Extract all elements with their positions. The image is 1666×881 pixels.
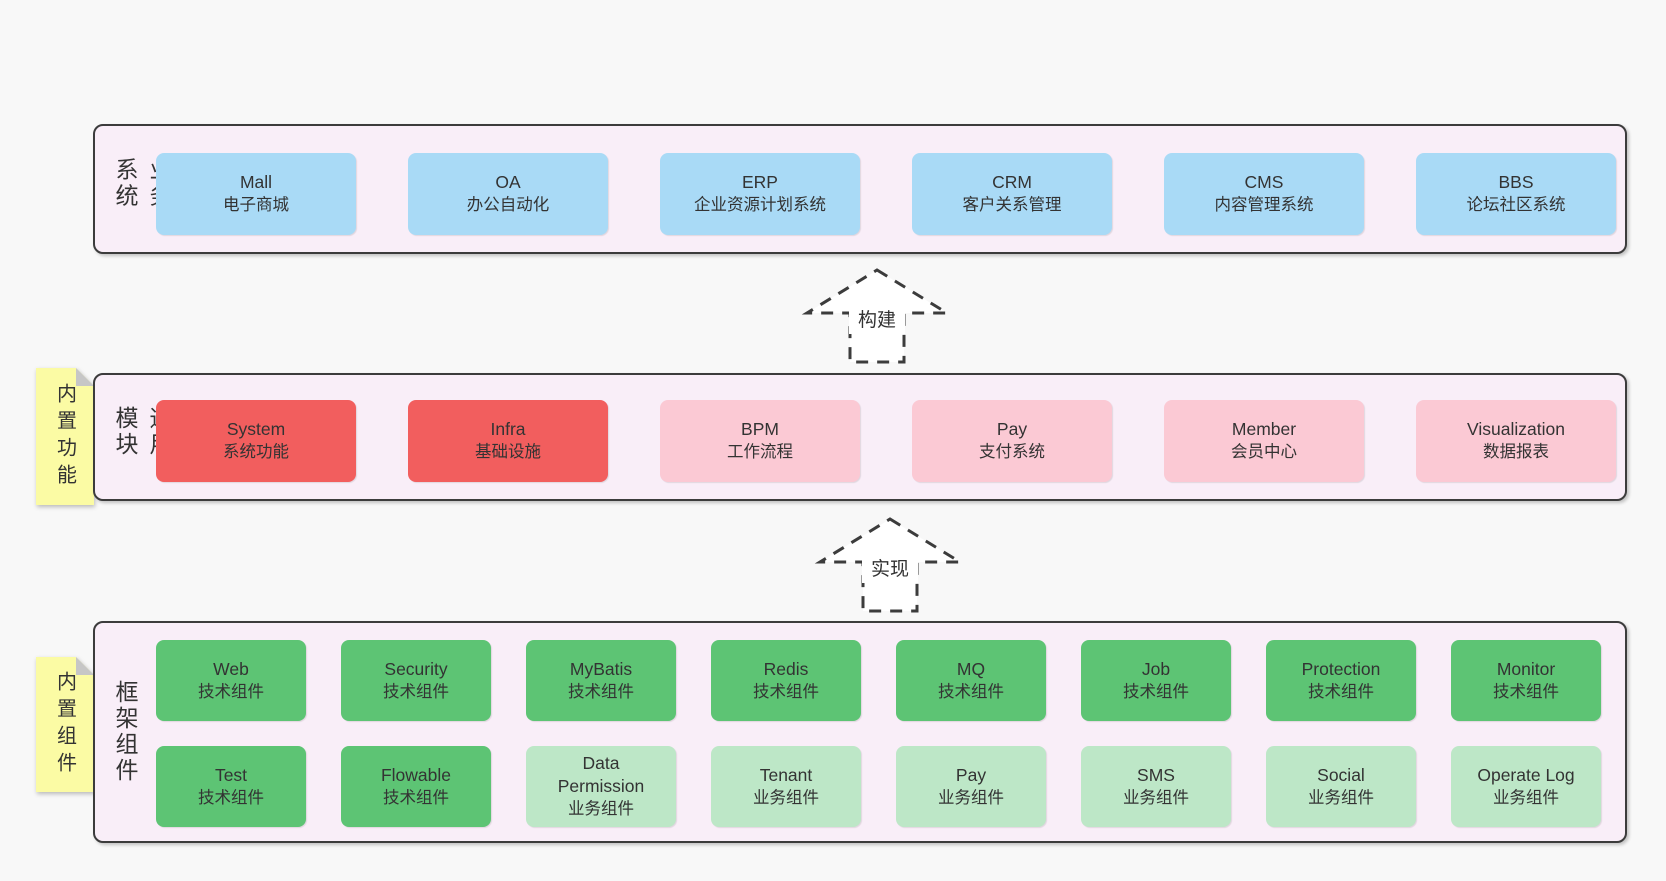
band-common-modules: 通用模块 System 系统功能 Infra 基础设施 BPM 工作流程 Pay…	[93, 373, 1627, 501]
box-system: System 系统功能	[156, 400, 356, 482]
build-arrow: 构建	[801, 268, 953, 364]
sticky-built-in-features: 内置功能	[36, 368, 94, 505]
box-redis: Redis 技术组件	[711, 640, 861, 721]
arrow-label-backing	[862, 553, 918, 583]
box-sms: SMS 业务组件	[1081, 746, 1231, 827]
box-cms: CMS 内容管理系统	[1164, 153, 1364, 235]
arrow-label: 构建	[858, 309, 896, 331]
box-mybatis: MyBatis 技术组件	[526, 640, 676, 721]
sticky-label: 内置功能	[53, 382, 76, 491]
box-job: Job 技术组件	[1081, 640, 1231, 721]
box-flowable: Flowable 技术组件	[341, 746, 491, 827]
box-visualization: Visualization 数据报表	[1416, 400, 1616, 482]
box-erp: ERP 企业资源计划系统	[660, 153, 860, 235]
sticky-note-body	[36, 657, 94, 792]
box-oa: OA 办公自动化	[408, 153, 608, 235]
box-pay: Pay 支付系统	[912, 400, 1112, 482]
band-framework-components: 框架组件 Web 技术组件 Security 技术组件 MyBatis 技术组件…	[93, 621, 1627, 843]
box-pay-biz: Pay 业务组件	[896, 746, 1046, 827]
up-arrow-shape	[814, 517, 966, 613]
sticky-built-in-components: 内置组件	[36, 657, 94, 792]
box-test: Test 技术组件	[156, 746, 306, 827]
sticky-label: 内置组件	[53, 670, 76, 779]
box-mall: Mall 电子商城	[156, 153, 356, 235]
band-business-systems: 业务系统 Mall 电子商城 OA 办公自动化 ERP 企业资源计划系统 CRM…	[93, 124, 1627, 254]
box-social: Social 业务组件	[1266, 746, 1416, 827]
box-crm: CRM 客户关系管理	[912, 153, 1112, 235]
box-operate-log: Operate Log 业务组件	[1451, 746, 1601, 827]
box-protection: Protection 技术组件	[1266, 640, 1416, 721]
implement-arrow: 实现	[814, 517, 966, 613]
box-bbs: BBS 论坛社区系统	[1416, 153, 1616, 235]
arrow-label-backing	[849, 304, 905, 334]
box-mq: MQ 技术组件	[896, 640, 1046, 721]
arrow-label: 实现	[871, 558, 909, 580]
box-data-permission: Data Permission 业务组件	[526, 746, 676, 827]
box-security: Security 技术组件	[341, 640, 491, 721]
sticky-note-body	[36, 368, 94, 505]
box-bpm: BPM 工作流程	[660, 400, 860, 482]
box-member: Member 会员中心	[1164, 400, 1364, 482]
up-arrow-shape	[801, 268, 953, 364]
box-tenant: Tenant 业务组件	[711, 746, 861, 827]
box-web: Web 技术组件	[156, 640, 306, 721]
box-monitor: Monitor 技术组件	[1451, 640, 1601, 721]
box-infra: Infra 基础设施	[408, 400, 608, 482]
band-title: 框架组件	[112, 680, 138, 784]
